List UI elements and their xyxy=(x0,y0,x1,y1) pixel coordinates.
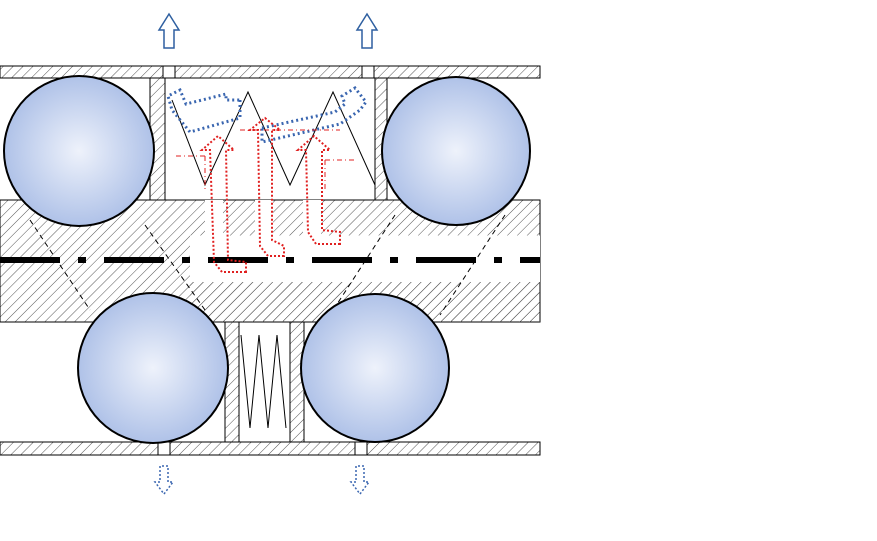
top-port-right xyxy=(361,65,375,79)
red-dashdot-guides xyxy=(176,129,355,192)
outlet-arrow-right-icon xyxy=(355,12,379,49)
ball-bottom-left-icon xyxy=(77,292,229,444)
inlet-arrow-left-icon xyxy=(153,465,175,496)
ball-top-right-icon xyxy=(381,76,531,226)
ball-bottom-right-icon xyxy=(300,293,450,443)
red-flow-arrows xyxy=(199,116,341,273)
top-port-left xyxy=(162,65,176,79)
inlet-arrow-right-icon xyxy=(349,465,371,496)
bottom-port-left xyxy=(157,441,171,456)
blue-flow-arrows xyxy=(166,86,368,144)
outlet-arrow-left-icon xyxy=(157,12,181,49)
bottom-plate xyxy=(0,441,541,456)
ball-top-left-icon xyxy=(3,75,155,227)
lower-spring-icon xyxy=(240,334,287,429)
lower-cage xyxy=(224,321,305,443)
bottom-port-right xyxy=(354,441,368,456)
top-plate xyxy=(0,65,541,79)
